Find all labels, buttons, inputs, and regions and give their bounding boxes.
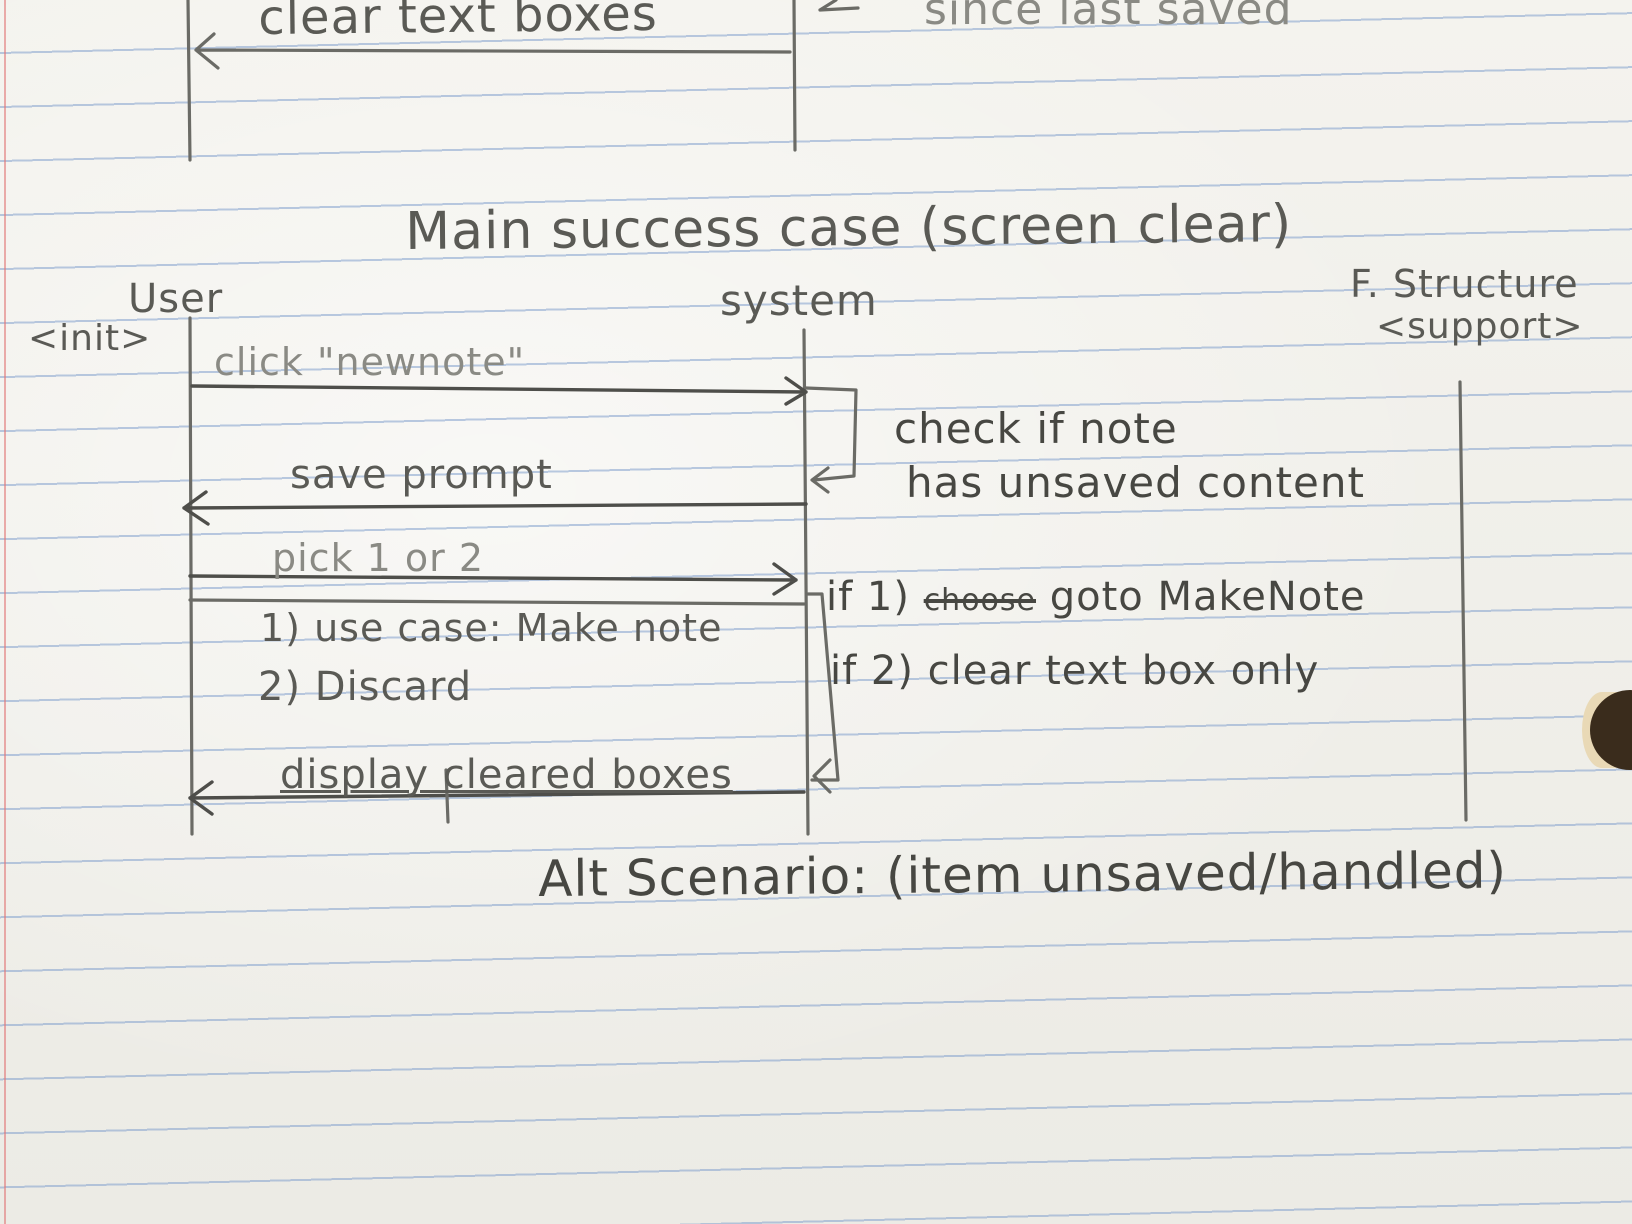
diagram-title: Main success case (screen clear) xyxy=(405,194,1293,262)
prev-arrow-label: clear text boxes xyxy=(258,0,659,46)
alt-scenario-label: Alt Scenario: (item unsaved/handled) xyxy=(538,841,1508,908)
arrow-pick xyxy=(188,562,798,596)
option-box xyxy=(188,592,840,782)
lifeline-system: system xyxy=(720,276,878,325)
note-check-line2: has unsaved content xyxy=(906,458,1365,507)
option-return-mark xyxy=(812,758,832,794)
self-call-check xyxy=(804,386,858,494)
prev-arrow-note xyxy=(818,0,860,12)
option-item: 2) Discard xyxy=(258,664,473,710)
note-if1-struck: choose xyxy=(923,583,1036,618)
prev-system-lifeline xyxy=(792,0,797,152)
note-if1: if 1) choose goto MakeNote xyxy=(826,574,1366,620)
prev-note: since last saved xyxy=(924,0,1293,35)
option-item: 1) use case: Make note xyxy=(260,606,723,650)
note-if1-prefix: if 1) xyxy=(826,574,910,620)
message-label: click "newnote" xyxy=(214,340,526,384)
message-label: save prompt xyxy=(290,452,553,498)
arrow-click-newnote xyxy=(190,376,808,406)
prev-user-lifeline xyxy=(186,0,192,162)
prev-arrow-clear xyxy=(194,32,792,70)
message-label: display cleared boxes xyxy=(280,752,733,798)
note-if1-rest: goto MakeNote xyxy=(1049,574,1366,620)
lifeline-structure: F. Structure xyxy=(1350,262,1579,306)
arrow-display xyxy=(188,780,806,816)
margin-line xyxy=(4,0,6,1224)
system-lifeline xyxy=(802,328,810,836)
lifeline-structure-stereotype: <support> xyxy=(1376,306,1584,347)
note-check-line1: check if note xyxy=(894,404,1178,453)
lifeline-user-stereotype: <init> xyxy=(28,318,152,359)
message-label: pick 1 or 2 xyxy=(272,536,485,580)
display-underline-tick xyxy=(444,768,450,824)
lifeline-user: User xyxy=(128,276,224,322)
structure-lifeline xyxy=(1458,380,1468,822)
arrow-save-prompt xyxy=(182,490,808,526)
note-if2: if 2) clear text box only xyxy=(830,648,1320,694)
